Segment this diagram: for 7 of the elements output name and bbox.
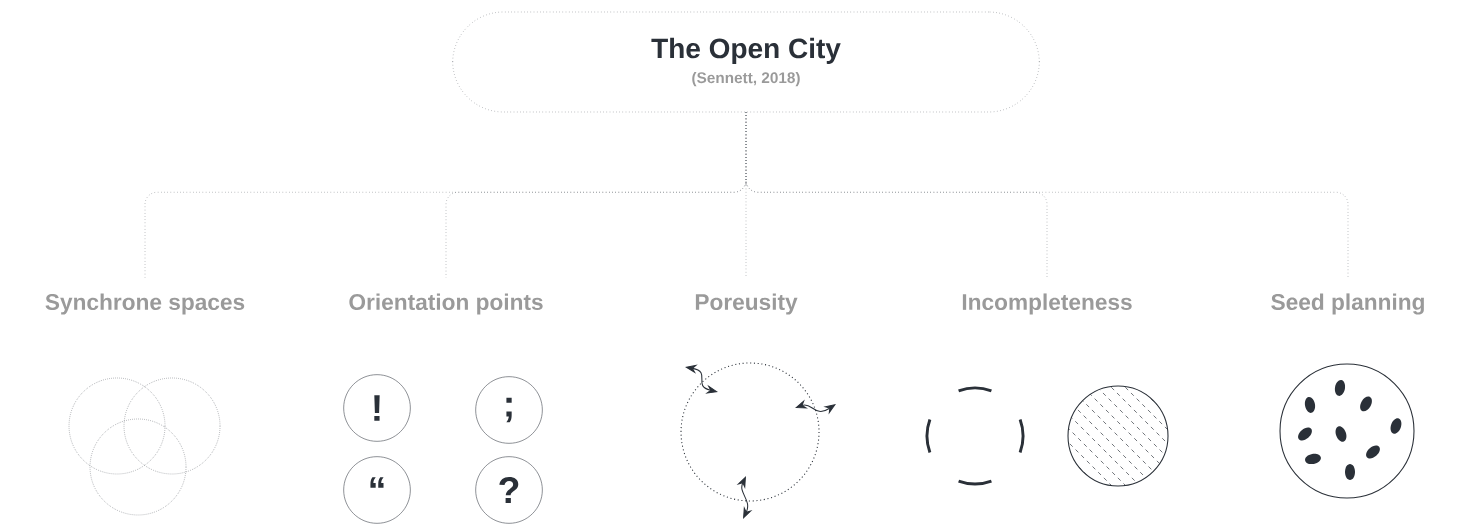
title-box: The Open City (Sennett, 2018) — [452, 11, 1040, 113]
connector-line — [745, 112, 1349, 278]
category-heading: Seed planning — [1271, 293, 1424, 315]
category-heading: Orientation points — [349, 293, 543, 315]
category-heading: Poreusity — [695, 293, 798, 315]
category-heading: Synchrone spaces — [45, 293, 245, 315]
category-heading: Incompleteness — [962, 293, 1132, 315]
